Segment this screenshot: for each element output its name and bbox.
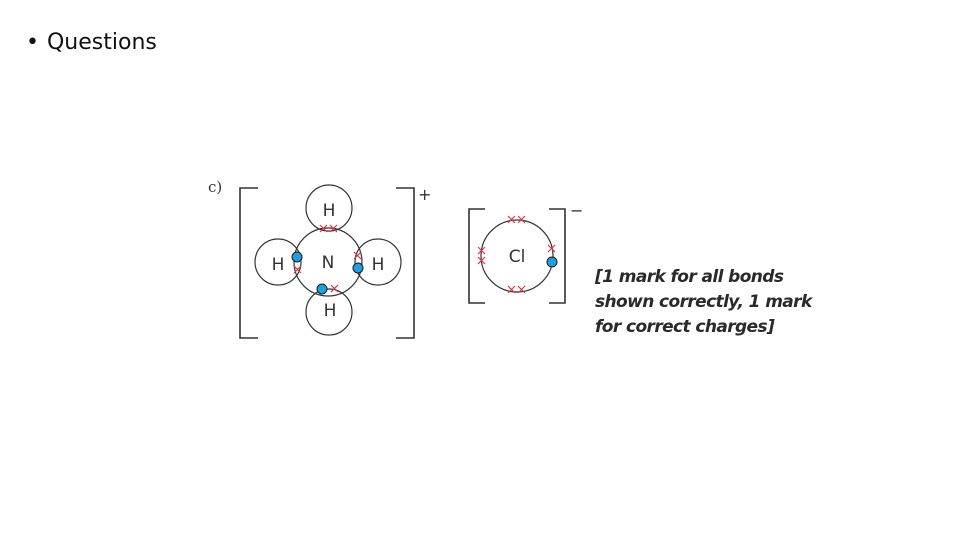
h-bottom-shell <box>305 288 353 336</box>
ammonium-ion: + N H H H H <box>239 184 431 339</box>
cl-cross-bottom-1 <box>507 285 516 294</box>
mark-scheme-line-3: for correct charges] <box>595 317 775 337</box>
chloride-charge: − <box>570 201 583 220</box>
ammonium-charge: + <box>418 185 431 204</box>
cross-top-1 <box>319 224 328 233</box>
dot-bottom <box>316 283 328 295</box>
mark-scheme-line-1: [1 mark for all bonds <box>595 267 784 287</box>
slide-bullet: • Questions <box>26 30 157 55</box>
bullet-dot: • <box>26 30 39 55</box>
slide-heading: Questions <box>46 30 157 55</box>
ammonium-crosses <box>293 224 362 293</box>
ammonium-bracket-right <box>396 187 415 339</box>
n-shell <box>293 227 363 297</box>
dot-left <box>291 251 303 263</box>
cross-left <box>293 265 302 274</box>
cl-cross-left-2 <box>477 256 486 265</box>
cl-dot <box>546 256 558 268</box>
cross-bottom <box>330 284 339 293</box>
h-bottom-label: H <box>324 301 337 321</box>
mark-scheme-line-2: shown correctly, 1 mark <box>595 292 812 312</box>
mark-scheme-note: [1 mark for all bonds shown correctly, 1… <box>595 265 835 340</box>
h-right-label: H <box>372 255 385 275</box>
cl-cross-left-1 <box>477 246 486 255</box>
ammonium-dots <box>291 251 364 295</box>
dot-right <box>352 262 364 274</box>
chloride-bracket-right <box>549 208 566 304</box>
cl-cross-bottom-2 <box>517 285 526 294</box>
cross-right <box>353 251 362 260</box>
h-top-label: H <box>323 201 336 221</box>
cl-shell <box>480 219 554 293</box>
cl-cross-top-1 <box>507 215 516 224</box>
n-atom-label: N <box>322 253 335 273</box>
h-top-shell <box>305 184 353 232</box>
cl-atom-label: Cl <box>509 247 526 267</box>
part-label: c) <box>208 178 222 196</box>
cl-cross-right <box>547 244 556 253</box>
cl-cross-top-2 <box>517 215 526 224</box>
ammonium-bracket-left <box>239 187 258 339</box>
h-left-label: H <box>272 255 285 275</box>
chloride-bracket-left <box>468 208 485 304</box>
h-right-shell <box>354 238 402 286</box>
h-left-shell <box>254 238 302 286</box>
cross-top-2 <box>329 224 338 233</box>
chloride-ion: − Cl <box>468 201 583 304</box>
chloride-crosses <box>477 215 556 294</box>
